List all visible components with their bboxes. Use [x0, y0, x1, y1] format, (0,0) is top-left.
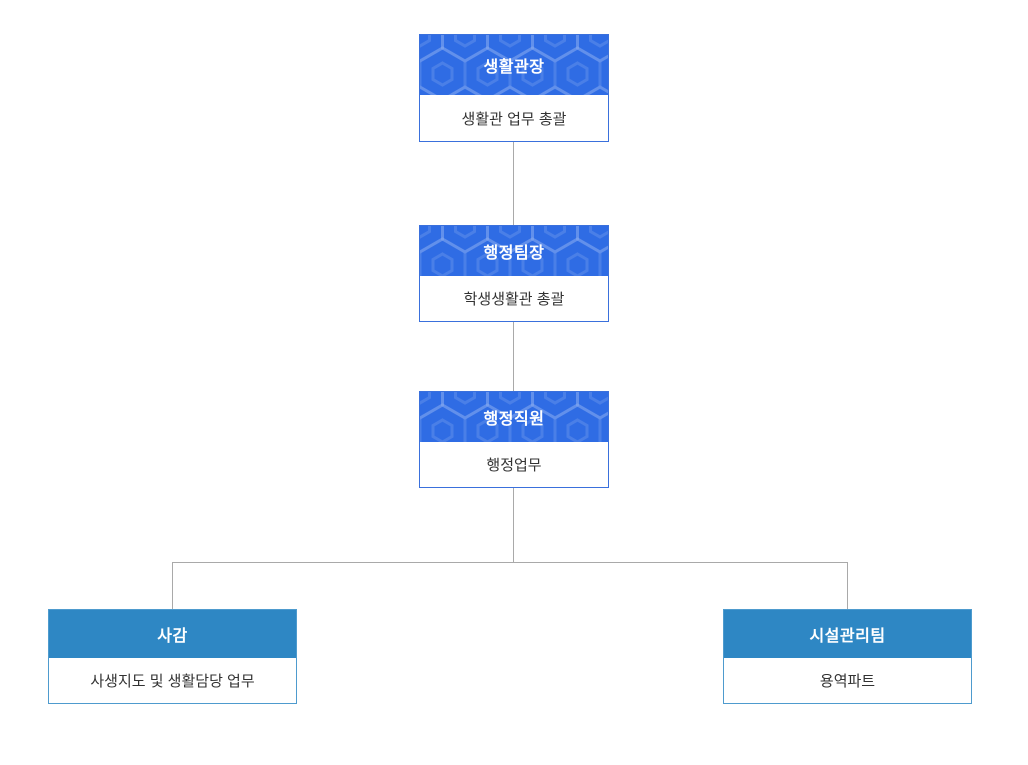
node-title: 생활관장 — [483, 59, 545, 76]
node-title: 행정직원 — [483, 411, 545, 428]
connector-line-branch-horizontal — [172, 562, 847, 563]
org-node-director-header: 생활관장 — [420, 35, 608, 95]
node-title: 사감 — [157, 628, 188, 645]
org-node-dorm-supervisor: 사감 사생지도 및 생활담당 업무 — [48, 609, 297, 704]
node-title: 행정팀장 — [483, 245, 545, 262]
connector-line-branch-left-drop — [172, 562, 173, 609]
org-node-admin-staff: 행정직원 행정업무 — [419, 391, 609, 488]
hexagon-pattern-icon — [420, 392, 608, 442]
org-node-admin-team-leader-header: 행정팀장 — [420, 226, 608, 276]
node-description: 학생생활관 총괄 — [420, 276, 608, 321]
node-title: 시설관리팀 — [809, 628, 886, 645]
node-description: 사생지도 및 생활담당 업무 — [49, 658, 296, 703]
org-node-dorm-supervisor-header: 사감 — [49, 610, 296, 658]
org-node-admin-team-leader: 행정팀장 학생생활관 총괄 — [419, 225, 609, 322]
node-description: 생활관 업무 총괄 — [420, 95, 608, 141]
connector-line-director-to-teamleader — [513, 142, 514, 225]
connector-line-staff-to-branch — [513, 488, 514, 563]
org-node-facilities-team: 시설관리팀 용역파트 — [723, 609, 972, 704]
org-node-admin-staff-header: 행정직원 — [420, 392, 608, 442]
org-node-facilities-team-header: 시설관리팀 — [724, 610, 971, 658]
connector-line-branch-right-drop — [847, 562, 848, 609]
hexagon-pattern-icon — [420, 226, 608, 276]
org-node-director: 생활관장 생활관 업무 총괄 — [419, 34, 609, 142]
hexagon-pattern-icon — [420, 35, 608, 95]
node-description: 행정업무 — [420, 442, 608, 487]
connector-line-teamleader-to-staff — [513, 322, 514, 391]
node-description: 용역파트 — [724, 658, 971, 703]
